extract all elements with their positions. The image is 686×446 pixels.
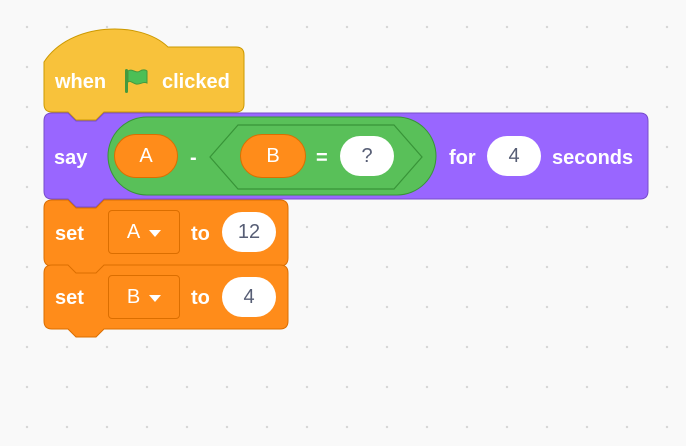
set-b-value-input[interactable]: 4 — [222, 277, 276, 317]
set-a-label: set — [55, 223, 84, 245]
variable-a-reporter[interactable]: A — [114, 134, 178, 178]
set-b-label: set — [55, 287, 84, 309]
seconds-label: seconds — [552, 147, 634, 169]
chevron-down-icon — [149, 294, 162, 302]
variable-dropdown-b[interactable]: B — [108, 275, 180, 319]
to-a-label: to — [191, 223, 210, 245]
when-label: when — [55, 71, 107, 93]
equals-right-input[interactable]: ? — [340, 136, 394, 176]
duration-input[interactable]: 4 — [487, 136, 541, 176]
variable-dropdown-b-value: B — [126, 285, 141, 308]
clicked-label: clicked — [162, 71, 230, 93]
equals-operator-label: = — [316, 147, 328, 169]
variable-b-reporter[interactable]: B — [240, 134, 306, 178]
variable-dropdown-a-value: A — [126, 220, 141, 243]
minus-operator-label: - — [190, 147, 197, 169]
set-a-value-input[interactable]: 12 — [222, 212, 276, 252]
say-label: say — [54, 147, 88, 169]
variable-dropdown-a[interactable]: A — [108, 210, 180, 254]
chevron-down-icon — [149, 229, 162, 237]
green-flag-icon — [125, 69, 148, 93]
to-b-label: to — [191, 287, 210, 309]
for-label: for — [449, 147, 476, 169]
